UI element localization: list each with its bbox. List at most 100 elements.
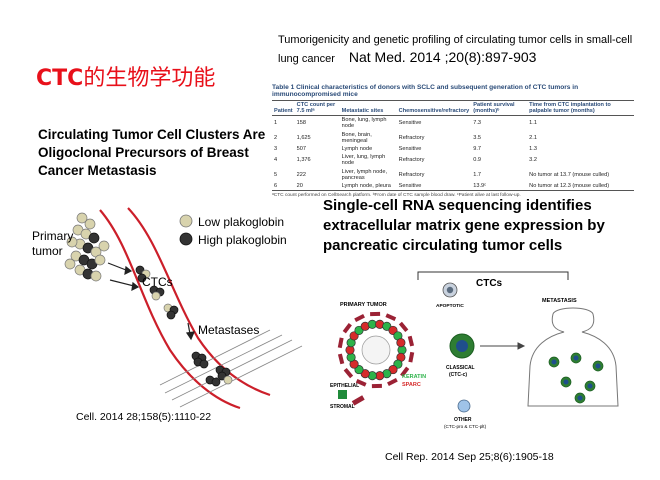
metastasis-site — [159, 329, 303, 408]
low-plakoglobin-cell — [66, 236, 78, 248]
low-plakoglobin-cell — [76, 212, 88, 224]
low-plakoglobin-cell — [151, 291, 161, 301]
table-cell: Refractory — [398, 171, 425, 178]
stromal-cell — [342, 323, 352, 334]
table-header-cell: Time from CTC implantation to palpable t… — [527, 100, 634, 116]
breast-cancer-heading: Circulating Tumor Cell Clusters Are Olig… — [38, 127, 266, 178]
metastasis-cells — [548, 352, 604, 404]
table-cell: 1,625 — [296, 134, 311, 141]
table-cell: 1.3 — [529, 145, 537, 152]
table-caption: Table 1 Clinical characteristics of dono… — [272, 84, 579, 98]
label-ctcs: CTCs — [142, 275, 173, 289]
table-header-cell: Chemosensitive/refractory — [396, 100, 472, 116]
table-cell: 2 — [274, 134, 278, 141]
slide-title: CTC的生物学功能 — [36, 60, 215, 92]
label-tumor: tumor — [32, 244, 63, 258]
table-cell: 6 — [272, 181, 295, 192]
low-plakoglobin-cell — [84, 218, 96, 230]
table-cell: 1.7 — [473, 171, 482, 178]
ctcs-bracket — [417, 271, 569, 280]
high-plakoglobin-cell — [199, 359, 209, 369]
stromal-cell — [354, 313, 365, 323]
label-classical-sub: (CTC-c) — [449, 372, 467, 378]
tumor-lumen — [361, 335, 391, 365]
table-cell: Liver, lymph node, pancreas — [341, 168, 388, 181]
label-metastasis: METASTASIS — [542, 298, 577, 304]
label-pdac-ctcs: CTCs — [476, 278, 503, 289]
label-metastases: Metastases — [198, 323, 259, 337]
title-suffix: 的生物学功能 — [83, 66, 216, 91]
table-header-cell: Metastatic sites — [339, 100, 397, 116]
pdac-ctc-figure: CTCs PRIMARY TUMOR APOPTOTIC CLASSICAL (… — [330, 271, 619, 429]
nat-med-paper-title: Tumorigenicity and genetic profiling of … — [278, 32, 638, 68]
nat-med-citation: Nat Med. 2014 ;20(8):897-903 — [348, 49, 537, 65]
primary-tumor-cluster — [64, 212, 110, 282]
stromal-cell — [387, 377, 398, 387]
tumor-cell — [388, 365, 398, 375]
primary-tumor-ring — [337, 311, 415, 389]
table-cell: Sensitive — [398, 120, 422, 127]
tumor-cell — [382, 321, 392, 331]
tumor-cell — [360, 369, 370, 379]
label-high-plakoglobin: High plakoglobin — [198, 233, 287, 247]
table-cell: 13.9ᶜ — [471, 181, 528, 192]
table-cell: 1,376 — [296, 157, 311, 164]
stromal-cell — [343, 367, 354, 379]
table-cell: Lymph node — [341, 145, 373, 152]
body-silhouette — [527, 307, 619, 407]
table-cell: No tumor at 12.3 (mouse culled) — [527, 181, 634, 192]
table-footnote: ᵃCTC count performed on CellSearch platf… — [272, 193, 521, 199]
label-primary-tumor: PRIMARY TUMOR — [340, 302, 387, 308]
table-grid: Patient CTC count per 7.5 mlᵃ Metastatic… — [272, 100, 634, 192]
migration-arrows — [107, 262, 195, 341]
table-cell: Lymph node, pleura — [339, 181, 397, 192]
sclc-table: Table 1 Clinical characteristics of dono… — [272, 84, 634, 198]
table-cell: 4 — [274, 157, 278, 164]
low-plakoglobin-cell — [90, 270, 102, 282]
metastasis-nucleus — [595, 363, 601, 369]
low-plakoglobin-cell — [223, 375, 233, 385]
other-ctc-cell — [457, 399, 471, 413]
table-cell: 9.7 — [473, 145, 482, 152]
high-plakoglobin-cell — [137, 273, 147, 283]
rna-seq-heading: Single-cell RNA sequencing identifies ex… — [323, 197, 605, 254]
table-cell: 3 — [274, 145, 278, 152]
table-cell: 1.1 — [529, 120, 537, 127]
stromal-swatch — [351, 395, 365, 406]
metastasis-nucleus — [587, 383, 593, 389]
ctc-cluster-figure: Low plakoglobin High plakoglobin Primary… — [32, 207, 303, 410]
metastasis-nucleus — [573, 355, 579, 361]
low-plakoglobin-cell — [98, 240, 110, 252]
classical-ctc-nucleus — [456, 340, 468, 352]
tumor-cell — [396, 338, 406, 348]
epithelial-swatch — [338, 390, 347, 399]
label-keratin: KERATIN — [402, 374, 426, 380]
label-primary: Primary — [32, 229, 73, 243]
table-cell: 7.3 — [473, 120, 482, 127]
apoptotic-nucleus — [446, 286, 454, 294]
high-plakoglobin-swatch — [179, 232, 193, 246]
title-ctc: CTC — [36, 66, 84, 91]
metastasis-nucleus — [563, 379, 569, 385]
stromal-cell — [370, 311, 381, 317]
table-header-cell: Patient survival (months)ᵇ — [471, 100, 528, 116]
tumor-cell — [354, 325, 364, 335]
stromal-cell — [398, 321, 409, 333]
label-other: OTHER — [454, 417, 472, 423]
stromal-cell — [371, 383, 382, 389]
high-plakoglobin-cell — [211, 377, 221, 387]
stromal-cell — [355, 378, 367, 387]
high-plakoglobin-cell — [166, 310, 176, 320]
label-classical: CLASSICAL — [446, 365, 475, 371]
table-cell: 222 — [296, 171, 306, 178]
table-cell: Refractory — [398, 157, 425, 164]
stromal-cell — [407, 335, 415, 347]
high-plakoglobin-cell — [217, 371, 227, 381]
low-plakoglobin-swatch — [179, 214, 193, 228]
table-header-row: Patient CTC count per 7.5 mlᵃ Metastatic… — [272, 100, 634, 116]
